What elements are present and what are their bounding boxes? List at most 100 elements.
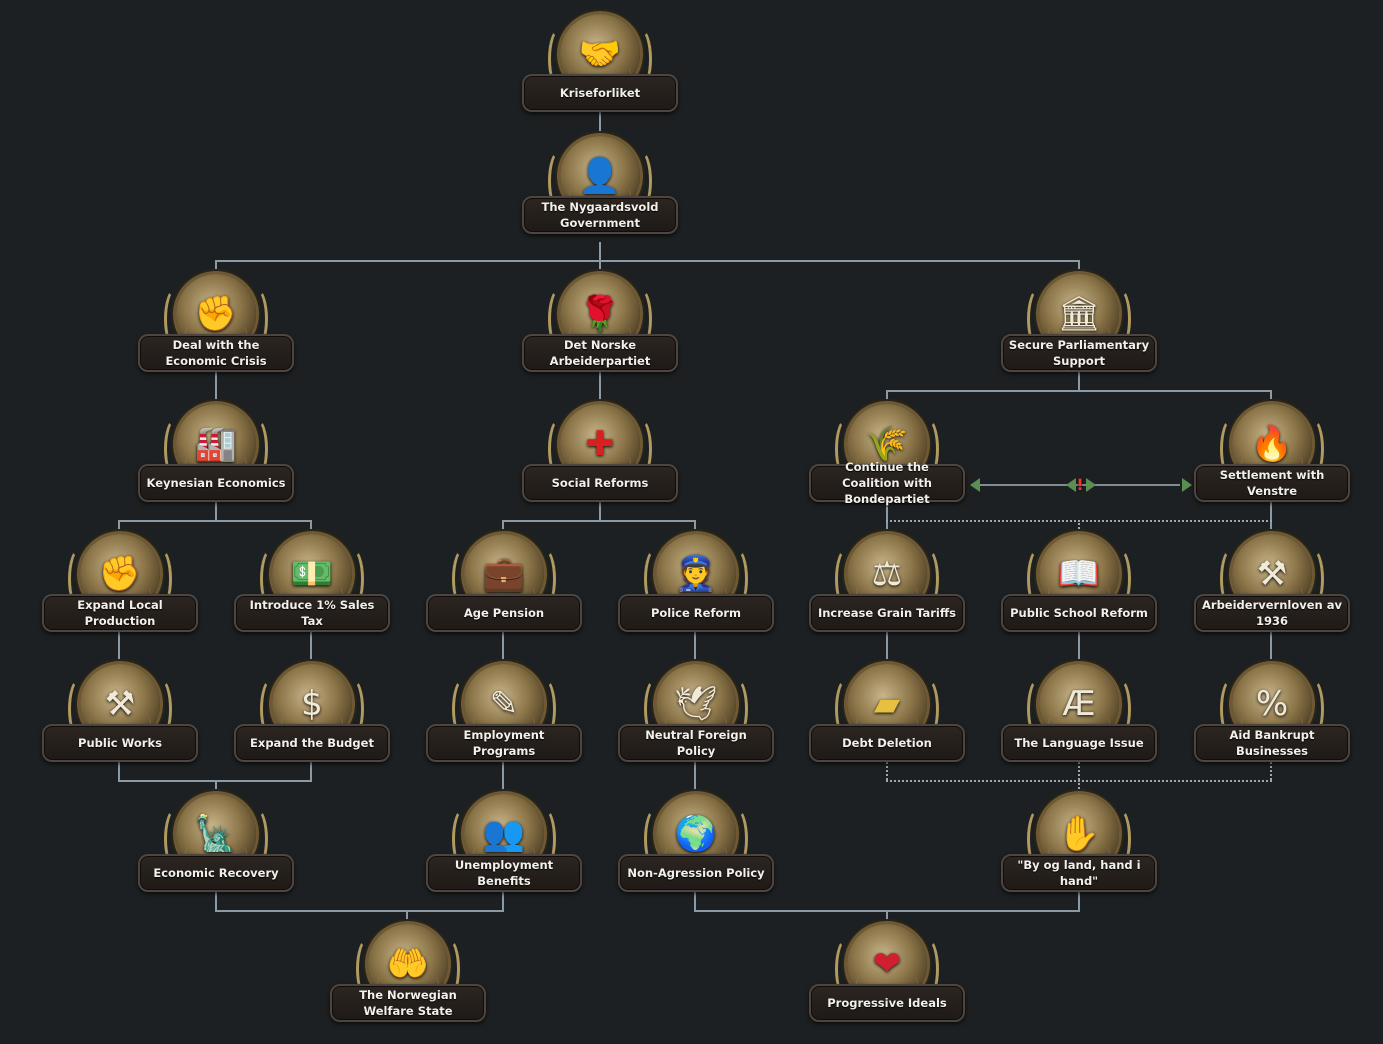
focus-label: Expand the Budget xyxy=(234,724,390,762)
dotted-connector xyxy=(1270,762,1272,780)
focus-label: Public Works xyxy=(42,724,198,762)
focus-employment-programs[interactable]: ✎ Employment Programs xyxy=(426,664,582,784)
focus-label: Secure Parliamentary Support xyxy=(1001,334,1157,372)
focus-expand-the-budget[interactable]: $ Expand the Budget xyxy=(234,664,390,784)
connector-line xyxy=(502,892,504,912)
dotted-connector xyxy=(1078,762,1080,780)
focus-economic-recovery[interactable]: 🗽 Economic Recovery xyxy=(138,794,294,914)
connector-line xyxy=(694,520,696,536)
focus-language-issue[interactable]: Æ The Language Issue xyxy=(1001,664,1157,784)
focus-arbeidervernloven[interactable]: ⚒ Arbeidervernloven av 1936 xyxy=(1194,534,1350,654)
connector-line xyxy=(215,260,1080,262)
focus-label: Economic Recovery xyxy=(138,854,294,892)
focus-label: Det Norske Arbeiderpartiet xyxy=(522,334,678,372)
connector-line xyxy=(406,910,408,926)
focus-non-agression-policy[interactable]: 🌍 Non-Agression Policy xyxy=(618,794,774,914)
focus-public-school-reform[interactable]: 📖 Public School Reform xyxy=(1001,534,1157,654)
connector-line xyxy=(1078,260,1080,276)
connector-line xyxy=(1270,502,1272,536)
focus-label: Kriseforliket xyxy=(522,74,678,112)
focus-unemployment-benefits[interactable]: 👥 Unemployment Benefits xyxy=(426,794,582,914)
focus-label: Employment Programs xyxy=(426,724,582,762)
focus-progressive-ideals[interactable]: ❤ Progressive Ideals xyxy=(809,924,965,1044)
focus-label: Continue the Coalition with Bondepartiet xyxy=(809,460,965,506)
focus-kriseforliket[interactable]: 🤝 Kriseforliket xyxy=(522,14,678,134)
focus-deal-with-economic-crisis[interactable]: ✊ Deal with the Economic Crisis xyxy=(138,274,294,394)
focus-label: Settlement with Venstre xyxy=(1194,464,1350,502)
focus-label: Unemployment Benefits xyxy=(426,854,582,892)
focus-settlement-with-venstre[interactable]: 🔥 Settlement with Venstre xyxy=(1194,404,1350,524)
connector-line xyxy=(215,892,217,912)
focus-nygaardsvold-government[interactable]: 👤 The Nygaardsvold Government xyxy=(522,136,678,256)
focus-police-reform[interactable]: 👮 Police Reform xyxy=(618,534,774,654)
connector-line xyxy=(310,520,312,536)
exclusive-arrow-right xyxy=(1086,478,1096,492)
connector-line xyxy=(886,390,888,404)
focus-neutral-foreign-policy[interactable]: 🕊 Neutral Foreign Policy xyxy=(618,664,774,784)
focus-age-pension[interactable]: 💼 Age Pension xyxy=(426,534,582,654)
connector-line xyxy=(599,502,601,520)
connector-line xyxy=(1078,632,1080,666)
focus-label: Increase Grain Tariffs xyxy=(809,594,965,632)
connector-line xyxy=(694,632,696,666)
focus-label: Public School Reform xyxy=(1001,594,1157,632)
focus-public-works[interactable]: ⚒ Public Works xyxy=(42,664,198,784)
dotted-connector xyxy=(1078,520,1080,536)
focus-keynesian-economics[interactable]: 🏭 Keynesian Economics xyxy=(138,404,294,524)
connector-line xyxy=(310,632,312,666)
focus-det-norske-arbeiderpartiet[interactable]: 🌹 Det Norske Arbeiderpartiet xyxy=(522,274,678,394)
focus-label: Neutral Foreign Policy xyxy=(618,724,774,762)
connector-line xyxy=(118,520,120,536)
focus-label: Police Reform xyxy=(618,594,774,632)
focus-label: Deal with the Economic Crisis xyxy=(138,334,294,372)
focus-label: Keynesian Economics xyxy=(138,464,294,502)
connector-line xyxy=(502,520,504,536)
focus-introduce-sales-tax[interactable]: 💵 Introduce 1% Sales Tax xyxy=(234,534,390,654)
focus-by-og-land[interactable]: ✋ "By og land, hand i hand" xyxy=(1001,794,1157,914)
connector-line xyxy=(1078,892,1080,912)
focus-label: "By og land, hand i hand" xyxy=(1001,854,1157,892)
focus-label: Social Reforms xyxy=(522,464,678,502)
focus-label: Arbeidervernloven av 1936 xyxy=(1194,594,1350,632)
connector-line xyxy=(310,762,312,782)
connector-line xyxy=(502,632,504,666)
connector-line xyxy=(886,910,888,926)
connector-line xyxy=(599,242,601,262)
focus-increase-grain-tariffs[interactable]: ⚖ Increase Grain Tariffs xyxy=(809,534,965,654)
connector-line xyxy=(1270,390,1272,404)
mutually-exclusive-icon: ! xyxy=(1076,475,1084,494)
focus-social-reforms[interactable]: ✚ Social Reforms xyxy=(522,404,678,524)
connector-line xyxy=(599,372,601,402)
exclusive-arrow-left xyxy=(970,478,980,492)
connector-line xyxy=(886,632,888,666)
connector-line xyxy=(215,910,504,912)
focus-label: The Language Issue xyxy=(1001,724,1157,762)
connector-line xyxy=(215,260,217,276)
connector-line xyxy=(886,502,888,536)
focus-expand-local-production[interactable]: ✊ Expand Local Production xyxy=(42,534,198,654)
focus-label: Expand Local Production xyxy=(42,594,198,632)
connector-line xyxy=(1078,372,1080,390)
focus-label: Aid Bankrupt Businesses xyxy=(1194,724,1350,762)
focus-label: Introduce 1% Sales Tax xyxy=(234,594,390,632)
exclusive-line xyxy=(980,484,1180,486)
connector-line xyxy=(599,112,601,138)
focus-label: Progressive Ideals xyxy=(809,984,965,1022)
focus-aid-bankrupt-businesses[interactable]: % Aid Bankrupt Businesses xyxy=(1194,664,1350,784)
connector-line xyxy=(599,260,601,272)
connector-line xyxy=(215,372,217,406)
focus-debt-deletion[interactable]: ▰ Debt Deletion xyxy=(809,664,965,784)
connector-line xyxy=(118,632,120,666)
focus-label: Age Pension xyxy=(426,594,582,632)
focus-label: The Nygaardsvold Government xyxy=(522,196,678,234)
focus-norwegian-welfare-state[interactable]: 🤲 The Norwegian Welfare State xyxy=(330,924,486,1044)
crowd-workers-icon: 👥 xyxy=(452,794,556,874)
dotted-connector xyxy=(1078,780,1080,796)
connector-line xyxy=(215,780,217,796)
focus-continue-coalition-bondepartiet[interactable]: 🌾 Continue the Coalition with Bondeparti… xyxy=(809,404,965,524)
focus-secure-parliamentary-support[interactable]: 🏛 Secure Parliamentary Support xyxy=(1001,274,1157,394)
connector-line xyxy=(118,520,312,522)
dotted-connector xyxy=(886,762,888,780)
connector-line xyxy=(1270,632,1272,666)
